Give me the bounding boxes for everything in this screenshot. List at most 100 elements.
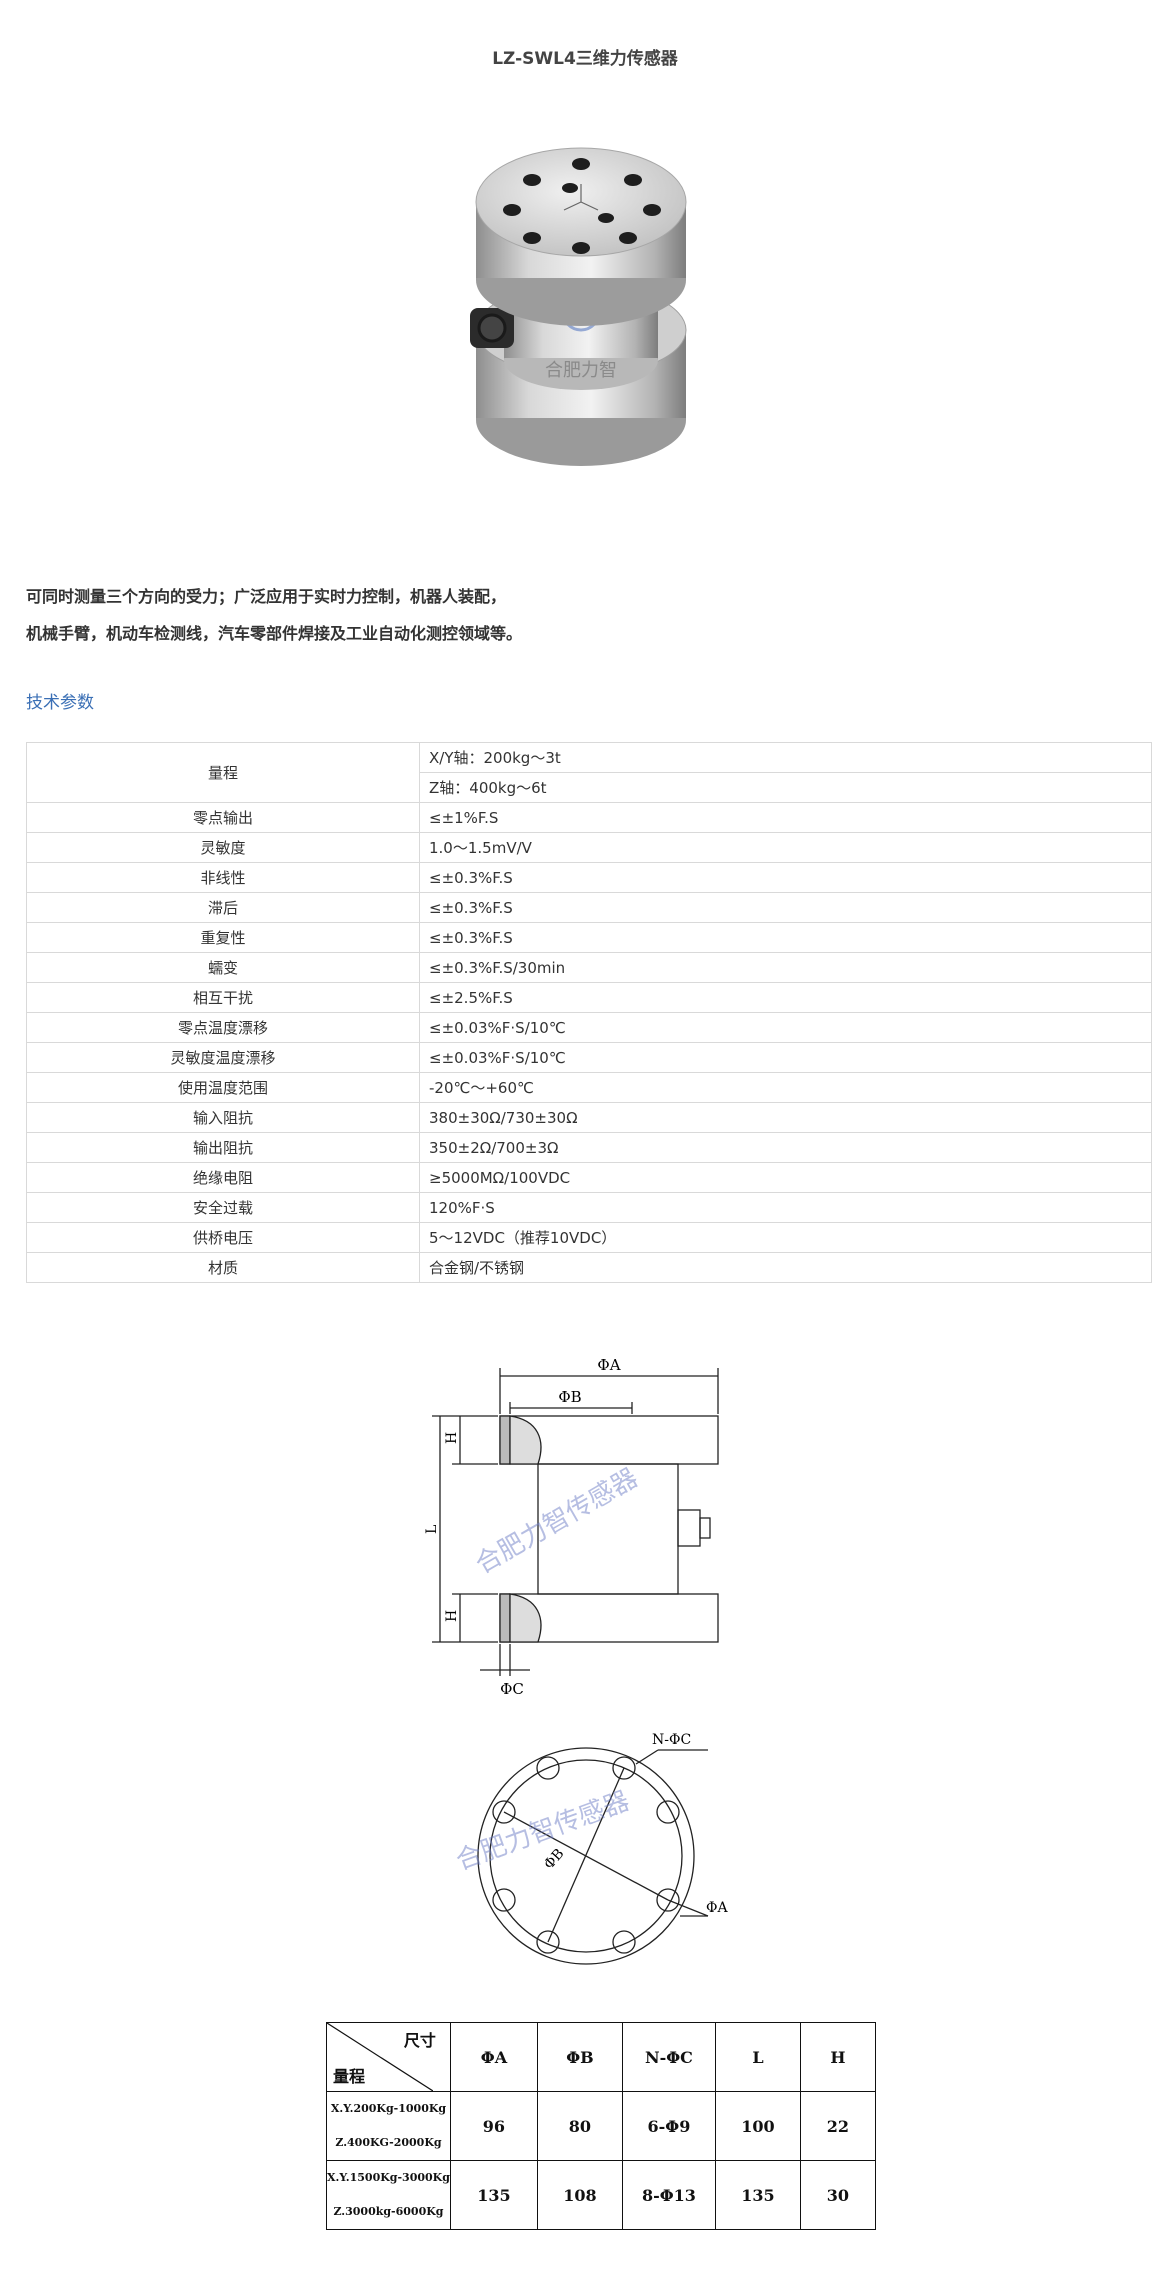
side-view-drawing: ΦA ΦB ΦC H H L 合肥力智传感器	[424, 1356, 719, 1698]
param-value: ≤±1%F.S	[419, 802, 1152, 833]
corner-size-label: 尺寸	[403, 2031, 436, 2050]
dim-label-phi-b: ΦB	[541, 1846, 567, 1873]
param-value: 1.0～1.5mV/V	[419, 832, 1152, 863]
param-label: 灵敏度	[26, 832, 420, 863]
column-header: ΦA	[449, 2022, 538, 2092]
column-header: N-ΦC	[621, 2022, 716, 2092]
dimension-value: 100	[714, 2091, 801, 2161]
param-value: ≤±0.3%F.S	[419, 922, 1152, 953]
param-label: 量程	[26, 742, 420, 803]
range-label: X.Y.200Kg-1000Kg	[330, 2102, 447, 2115]
table-row: 量程 X/Y轴：200kg～3t	[26, 742, 1152, 803]
dimension-value: 135	[714, 2160, 801, 2230]
table-row: 滞后≤±0.3%F.S	[26, 892, 1152, 923]
page-title: LZ-SWL4三维力传感器	[492, 49, 678, 69]
table-row: 零点温度漂移≤±0.03%F·S/10℃	[26, 1012, 1152, 1043]
param-label: 滞后	[26, 892, 420, 923]
param-label: 蠕变	[26, 952, 420, 983]
param-value: ≤±0.03%F·S/10℃	[419, 1012, 1152, 1043]
param-value: -20℃～+60℃	[419, 1072, 1152, 1103]
column-header: L	[714, 2022, 801, 2092]
column-header: ΦB	[536, 2022, 623, 2092]
top-view-drawing: N-ΦC ΦB ΦA 合肥力智传感器	[452, 1732, 728, 1965]
table-row: 蠕变≤±0.3%F.S/30min	[26, 952, 1152, 983]
param-label: 安全过载	[26, 1192, 420, 1223]
param-label: 灵敏度温度漂移	[26, 1042, 420, 1073]
product-watermark: 合肥力智	[545, 360, 617, 381]
table-row: 相互干扰≤±2.5%F.S	[26, 982, 1152, 1013]
dimension-value: 8-Φ13	[621, 2160, 716, 2230]
dimension-value: 30	[799, 2160, 876, 2230]
param-label: 材质	[26, 1252, 420, 1283]
corner-diagonal	[327, 2023, 433, 2091]
param-value: 120%F·S	[419, 1192, 1152, 1223]
param-value: 5～12VDC（推荐10VDC）	[419, 1222, 1152, 1253]
range-label: Z.3000kg-6000Kg	[333, 2205, 444, 2218]
param-label: 相互干扰	[26, 982, 420, 1013]
table-row: 零点输出≤±1%F.S	[26, 802, 1152, 833]
param-label: 绝缘电阻	[26, 1162, 420, 1193]
table-row: 非线性≤±0.3%F.S	[26, 862, 1152, 893]
dim-label-h-bottom: H	[444, 1610, 460, 1622]
param-value: X/Y轴：200kg～3t	[419, 742, 1152, 773]
corner-cell: 尺寸 量程	[326, 2022, 451, 2092]
param-label: 供桥电压	[26, 1222, 420, 1253]
param-value: Z轴：400kg～6t	[419, 772, 1152, 803]
params-table: 量程 X/Y轴：200kg～3t Z轴：400kg～6t 零点输出≤±1%F.S…	[26, 742, 1152, 1283]
table-row: 重复性≤±0.3%F.S	[26, 922, 1152, 953]
dim-label-l: L	[424, 1525, 440, 1534]
description-line: 可同时测量三个方向的受力；广泛应用于实时力控制，机器人装配，	[26, 587, 507, 606]
param-label: 非线性	[26, 862, 420, 893]
table-row: 材质合金钢/不锈钢	[26, 1252, 1152, 1283]
dim-label-phi-b: ΦB	[558, 1388, 581, 1406]
param-value: ≤±0.3%F.S	[419, 892, 1152, 923]
dimension-value: 80	[536, 2091, 623, 2161]
dimension-value: 22	[799, 2091, 876, 2161]
range-label: Z.400KG-2000Kg	[335, 2136, 442, 2149]
param-value: 380±30Ω/730±30Ω	[419, 1102, 1152, 1133]
param-value: ≤±0.03%F·S/10℃	[419, 1042, 1152, 1073]
param-label: 使用温度范围	[26, 1072, 420, 1103]
dimension-value: 108	[536, 2160, 623, 2230]
param-label: 零点输出	[26, 802, 420, 833]
param-value: ≥5000MΩ/100VDC	[419, 1162, 1152, 1193]
table-row: Z轴：400kg～6t	[27, 772, 1152, 803]
param-value: 350±2Ω/700±3Ω	[419, 1132, 1152, 1163]
param-label: 重复性	[26, 922, 420, 953]
corner-range-label: 量程	[333, 2067, 366, 2086]
description: 可同时测量三个方向的受力；广泛应用于实时力控制，机器人装配， 机械手臂，机动车检…	[26, 578, 1136, 652]
dim-label-phi-a: ΦA	[706, 1900, 728, 1916]
param-value: ≤±0.3%F.S	[419, 862, 1152, 893]
table-row: 灵敏度温度漂移≤±0.03%F·S/10℃	[26, 1042, 1152, 1073]
param-label: 输出阻抗	[26, 1132, 420, 1163]
dim-label-n-phi-c: N-ΦC	[652, 1732, 691, 1748]
dimension-value: 6-Φ9	[621, 2091, 716, 2161]
param-value: ≤±2.5%F.S	[419, 982, 1152, 1013]
dimension-value: 96	[449, 2091, 538, 2161]
dimension-value: 135	[449, 2160, 538, 2230]
param-value: ≤±0.3%F.S/30min	[419, 952, 1152, 983]
param-label: 输入阻抗	[26, 1102, 420, 1133]
drawing-watermark: 合肥力智传感器	[471, 1463, 644, 1580]
table-row: 使用温度范围-20℃～+60℃	[26, 1072, 1152, 1103]
section-title: 技术参数	[26, 693, 94, 713]
param-label: 零点温度漂移	[26, 1012, 420, 1043]
dim-label-phi-c: ΦC	[500, 1680, 524, 1698]
table-row: 绝缘电阻≥5000MΩ/100VDC	[26, 1162, 1152, 1193]
description-line: 机械手臂，机动车检测线，汽车零部件焊接及工业自动化测控领域等。	[26, 624, 523, 643]
product-photo: Z 合肥力智	[470, 147, 687, 466]
column-header: H	[799, 2022, 876, 2092]
dim-label-phi-a: ΦA	[597, 1356, 620, 1374]
param-value: 合金钢/不锈钢	[419, 1252, 1152, 1283]
